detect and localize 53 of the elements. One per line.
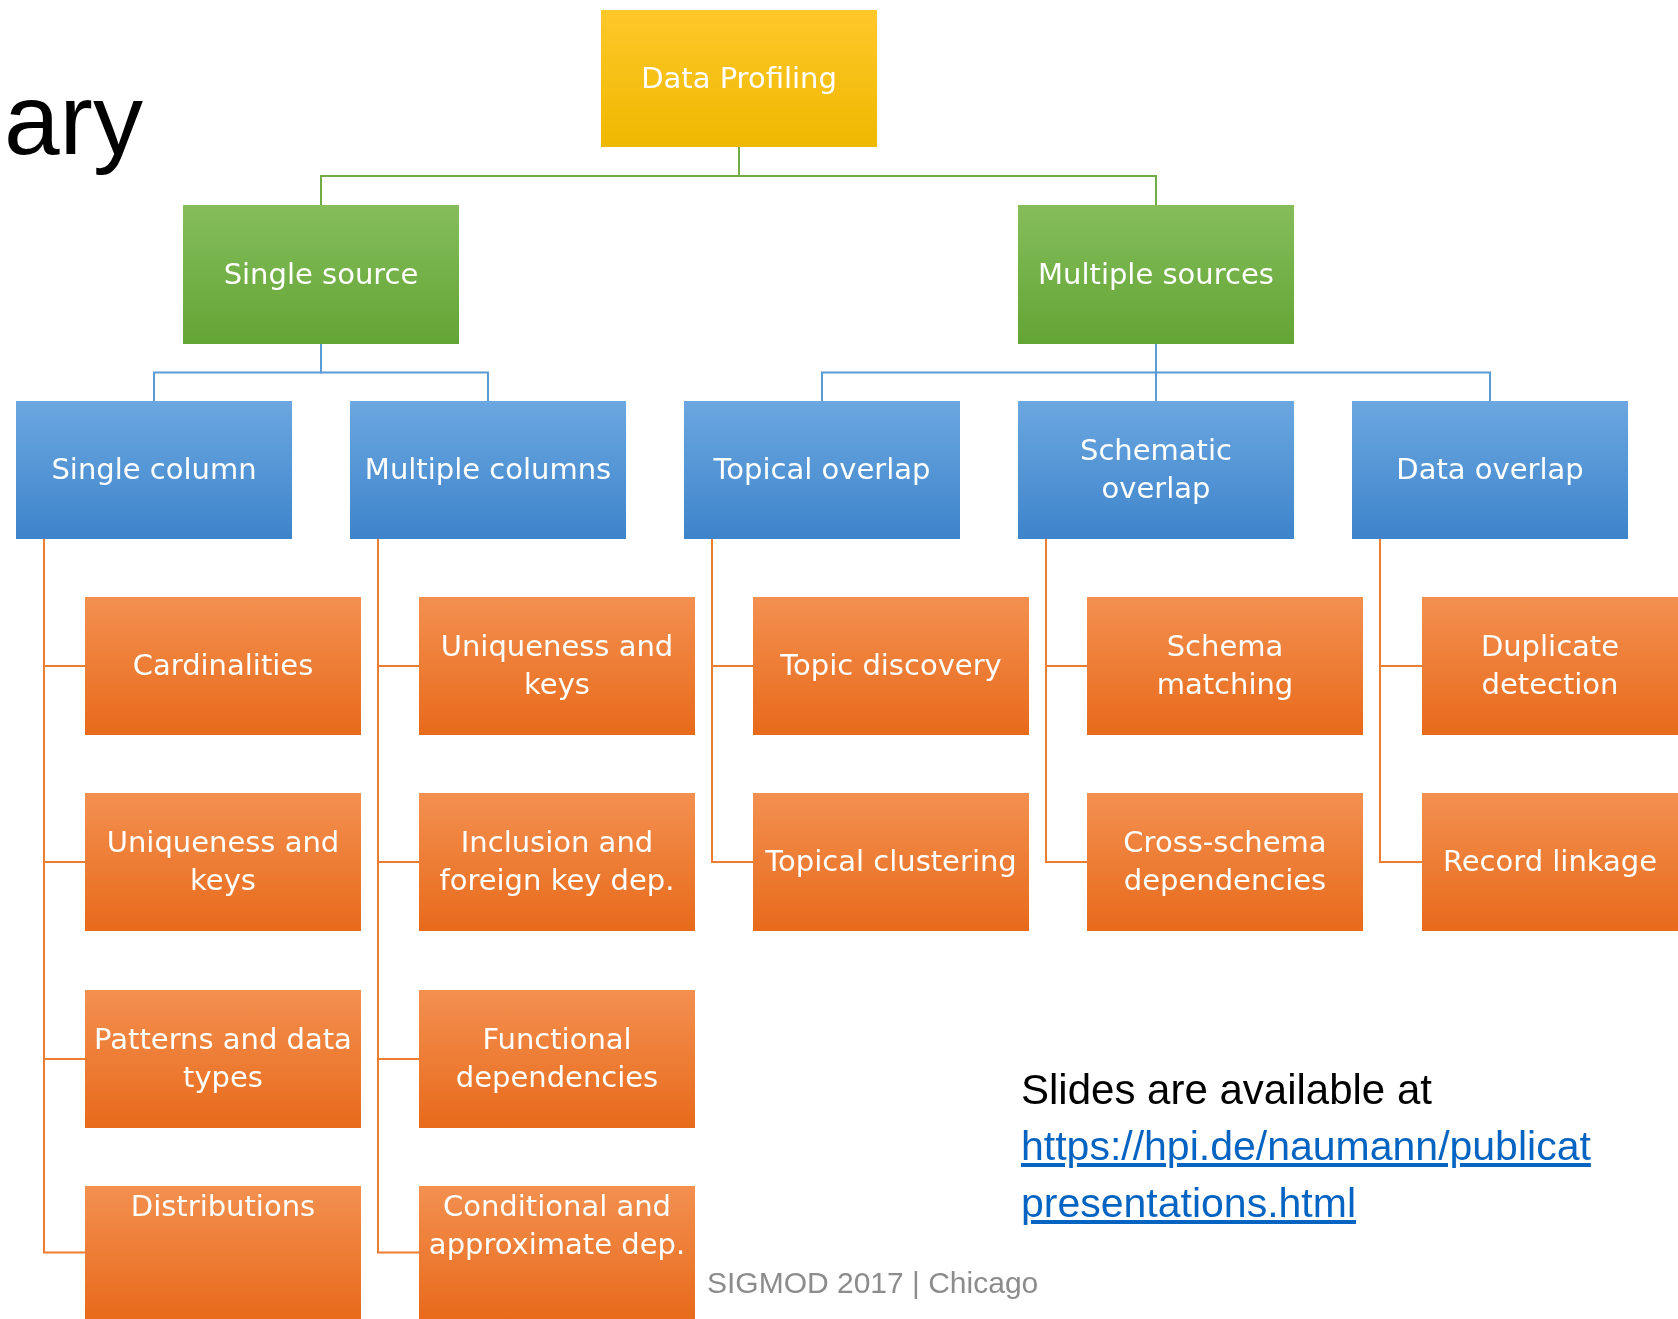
task-box xyxy=(85,793,361,931)
node-label: Topical clustering xyxy=(765,843,1017,881)
node-label: Distributions xyxy=(130,1188,316,1225)
node-label: Topical overlap xyxy=(713,451,931,489)
task-box xyxy=(753,597,1029,735)
link: presentations.html xyxy=(1021,1180,1356,1227)
node-label: Functional dependencies xyxy=(454,1021,660,1096)
connector-line xyxy=(1045,538,1088,863)
node-label: Schematic overlap xyxy=(1079,432,1233,507)
subcategory-box xyxy=(1352,401,1628,539)
task-box xyxy=(1422,597,1678,735)
note-text: Slides are available at xyxy=(1021,1066,1432,1114)
task-box xyxy=(85,990,361,1128)
connector-line xyxy=(1379,538,1423,863)
task-box xyxy=(1422,793,1678,931)
node-label: Conditional and approximate dep. xyxy=(427,1188,687,1263)
node-label: Cardinalities xyxy=(132,647,314,685)
task-box xyxy=(419,1186,695,1319)
subcategory-box xyxy=(16,401,292,539)
node-label: Schema matching xyxy=(1155,628,1295,703)
task-box xyxy=(419,793,695,931)
node-label: Duplicate detection xyxy=(1479,628,1621,703)
task-box xyxy=(85,597,361,735)
link: https://hpi.de/naumann/publicat xyxy=(1021,1123,1591,1170)
node-label: Single column xyxy=(51,451,257,489)
node-label: Patterns and data types xyxy=(93,1021,353,1096)
task-box xyxy=(753,793,1029,931)
task-box xyxy=(85,1186,361,1319)
subcategory-box xyxy=(350,401,626,539)
task-box xyxy=(1087,597,1363,735)
connector-line xyxy=(711,538,754,863)
node-label: Single source xyxy=(223,255,419,293)
connector-line xyxy=(320,343,489,402)
node-label: Record linkage xyxy=(1442,843,1658,881)
subcategory-box xyxy=(1018,401,1294,539)
node-label: Multiple columns xyxy=(364,451,612,489)
slide-title: ary xyxy=(4,62,143,177)
node-label: Inclusion and foreign key dep. xyxy=(438,824,676,899)
node-label: Cross-schema dependencies xyxy=(1122,824,1328,899)
category-box xyxy=(183,205,459,344)
task-box xyxy=(419,990,695,1128)
category-box xyxy=(1018,205,1294,344)
subcategory-box xyxy=(684,401,960,539)
node-label: Topic discovery xyxy=(780,647,1002,685)
node-label: Multiple sources xyxy=(1038,255,1274,293)
node-label: Data overlap xyxy=(1396,451,1584,489)
node-label: Data Profiling xyxy=(641,59,837,97)
root-box xyxy=(601,10,877,147)
node-label: Uniqueness and keys xyxy=(439,628,675,703)
task-box xyxy=(419,597,695,735)
node-label: Uniqueness and keys xyxy=(105,824,341,899)
task-box xyxy=(1087,793,1363,931)
footer-text: SIGMOD 2017 | Chicago xyxy=(707,1266,1039,1300)
